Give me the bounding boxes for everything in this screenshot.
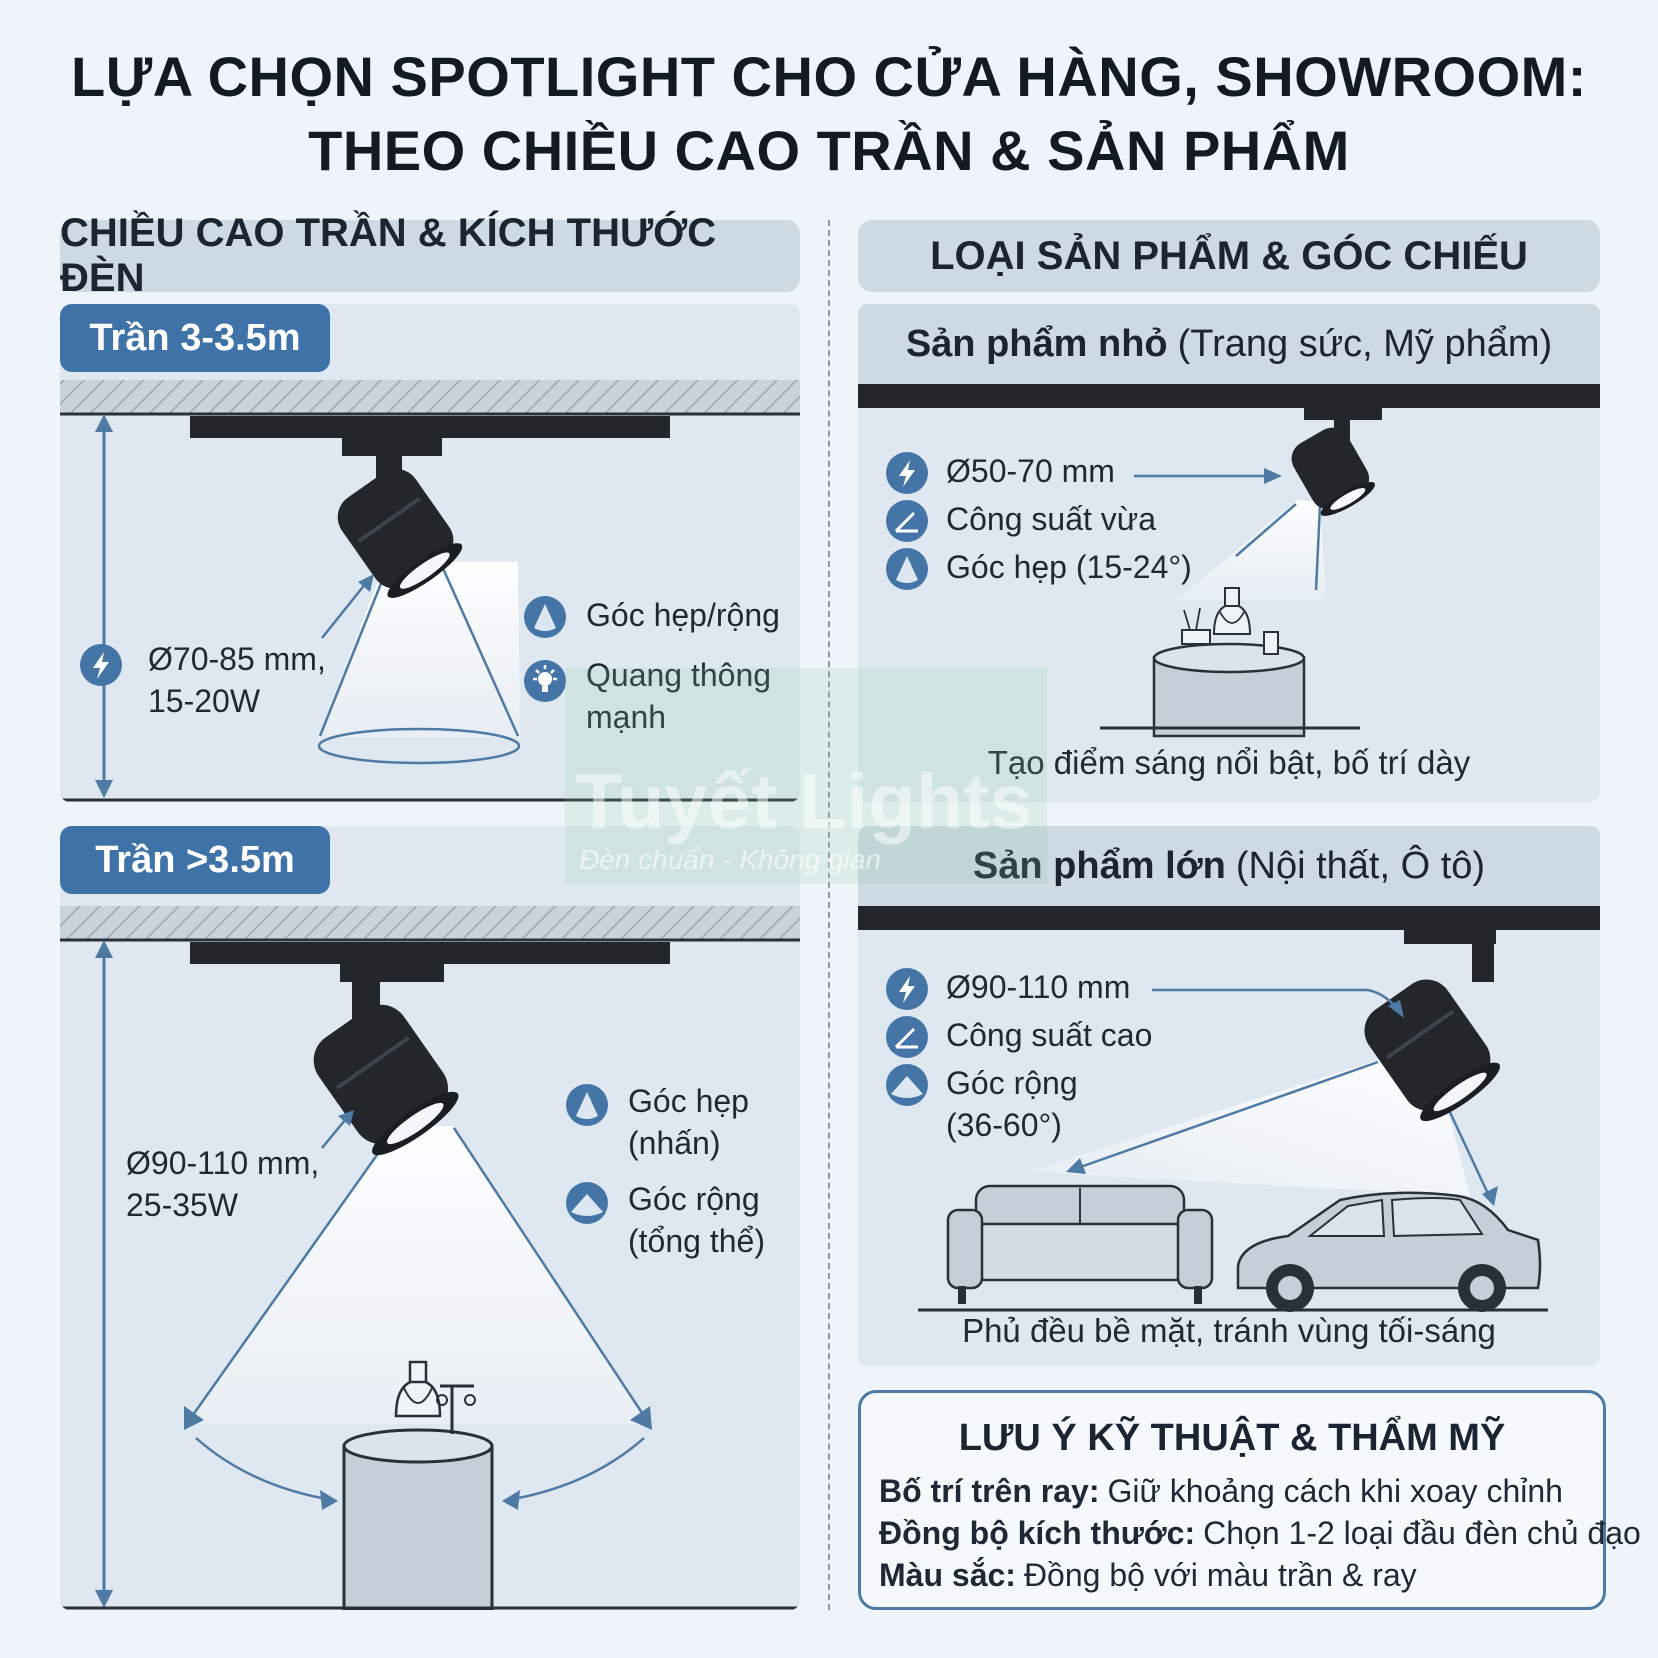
note-key: Màu sắc:: [879, 1557, 1016, 1593]
right-column-header: LOẠI SẢN PHẨM & GÓC CHIẾU: [858, 220, 1600, 292]
note-key: Bố trí trên ray:: [879, 1473, 1100, 1509]
ceiling-low-illustration: [60, 380, 800, 802]
flux-label-line1: Quang thông: [586, 657, 772, 693]
light-beam: [1176, 500, 1326, 600]
size-label-line1: Ø90-110 mm,: [126, 1145, 320, 1181]
light-beam: [318, 562, 520, 738]
cone-icon: [524, 596, 566, 638]
light-beam: [186, 1126, 650, 1424]
note-item-size: Đồng bộ kích thước:Chọn 1-2 loại đầu đèn…: [879, 1515, 1641, 1552]
bulb-icon: [524, 660, 566, 702]
panel-ceiling-low: Trần 3-3.5m Ø70-85 mm, 15-20W Góc hẹp/rộ…: [60, 304, 800, 802]
ceiling-hatch: [60, 380, 800, 414]
small-products-caption: Tạo điểm sáng nổi bật, bố trí dày: [987, 744, 1471, 781]
large-products-illustration: [858, 906, 1600, 1312]
beam-label: Góc hẹp/rộng: [586, 597, 780, 633]
small-products-title-bold: Sản phẩm nhỏ: [905, 322, 1168, 365]
large-spec-angle-line1: Góc rộng: [946, 1065, 1078, 1101]
note-value: Đồng bộ với màu trần & ray: [1023, 1557, 1417, 1593]
spotlight-head: [337, 469, 463, 598]
page-title: LỰA CHỌN SPOTLIGHT CHO CỬA HÀNG, SHOWROO…: [0, 40, 1658, 188]
angle-icon: [886, 1016, 928, 1058]
track-rail: [190, 942, 670, 964]
wide-cone-icon: [886, 1064, 928, 1106]
spotlight-head: [1364, 979, 1501, 1122]
size-label-line2: 25-35W: [126, 1187, 239, 1223]
cone-icon: [886, 548, 928, 590]
small-products-illustration: [858, 384, 1600, 738]
small-spec-angle: Góc hẹp (15-24°): [946, 549, 1192, 585]
wide-beam-line1: Góc rộng: [628, 1181, 760, 1217]
flux-label-line2: mạnh: [586, 699, 667, 735]
track-rail: [858, 384, 1600, 408]
large-products-caption: Phủ đều bề mặt, tránh vùng tối-sáng: [962, 1312, 1496, 1349]
small-spec-size: Ø50-70 mm: [946, 453, 1115, 489]
note-value: Giữ khoảng cách khi xoay chỉnh: [1107, 1473, 1563, 1509]
cone-icon: [566, 1084, 608, 1126]
car-illustration: [1236, 1191, 1542, 1312]
narrow-beam-line2: (nhấn): [628, 1125, 721, 1161]
column-divider: [828, 220, 830, 1610]
technical-notes-box: LƯU Ý KỸ THUẬT & THẨM MỸ Bố trí trên ray…: [858, 1390, 1641, 1610]
left-column-header: CHIỀU CAO TRẦN & KÍCH THƯỚC ĐÈN: [60, 211, 800, 300]
small-products-title: Sản phẩm nhỏ (Trang sức, Mỹ phẩm): [858, 304, 1600, 384]
tag-ceiling-low: Trần 3-3.5m: [60, 304, 330, 372]
title-line-1: LỰA CHỌN SPOTLIGHT CHO CỬA HÀNG, SHOWROO…: [71, 45, 1587, 108]
notes-title: LƯU Ý KỸ THUẬT & THẨM MỸ: [958, 1417, 1506, 1459]
lightning-icon: [80, 644, 122, 686]
note-key: Đồng bộ kích thước:: [879, 1515, 1196, 1551]
light-beam: [1028, 1060, 1470, 1196]
note-value: Chọn 1-2 loại đầu đèn chủ đạo: [1203, 1515, 1641, 1551]
panel-small-products: Sản phẩm nhỏ (Trang sức, Mỹ phẩm) Ø50-70…: [858, 304, 1600, 802]
large-spec-angle-line2: (36-60°): [946, 1107, 1062, 1143]
title-line-2: THEO CHIỀU CAO TRẦN & SẢN PHẨM: [308, 119, 1350, 182]
spotlight-head: [313, 1004, 459, 1156]
ceiling-high-illustration: [60, 906, 800, 1610]
watermark-slogan: Đèn chuẩn - Không gian: [579, 844, 881, 875]
note-item-layout: Bố trí trên ray:Giữ khoảng cách khi xoay…: [879, 1473, 1563, 1510]
small-products-title-rest: (Trang sức, Mỹ phẩm): [1177, 322, 1553, 365]
size-label-line2: 15-20W: [148, 683, 261, 719]
track-rail: [190, 416, 670, 438]
large-products-title: Sản phẩm lớn (Nội thất, Ô tô): [858, 826, 1600, 906]
jewelry-table: [1152, 587, 1306, 738]
large-products-title-bold: Sản phẩm lớn: [972, 844, 1226, 887]
sofa-illustration: [946, 1184, 1214, 1304]
spotlight-head: [1291, 427, 1376, 516]
lightning-icon: [886, 452, 928, 494]
watermark: Tuyết Lights Đèn chuẩn - Không gian: [565, 668, 1047, 884]
wide-beam-line2: (tổng thể): [628, 1223, 765, 1259]
tag-ceiling-high: Trần >3.5m: [60, 826, 330, 894]
large-products-title-rest: (Nội thất, Ô tô): [1235, 844, 1486, 887]
size-label-line1: Ø70-85 mm,: [148, 641, 326, 677]
panel-ceiling-high: Trần >3.5m Ø90-110 mm, 25-35W Góc hẹp (n…: [60, 826, 800, 1610]
panel-large-products: Sản phẩm lớn (Nội thất, Ô tô) Ø90-110 mm…: [858, 826, 1600, 1366]
jewelry-display: [342, 1360, 494, 1610]
large-spec-power: Công suất cao: [946, 1017, 1153, 1053]
wide-cone-icon: [566, 1182, 608, 1224]
small-spec-power: Công suất vừa: [946, 501, 1156, 537]
note-item-color: Màu sắc:Đồng bộ với màu trần & ray: [879, 1557, 1417, 1594]
lightning-icon: [886, 968, 928, 1010]
angle-icon: [886, 500, 928, 542]
large-spec-size: Ø90-110 mm: [946, 969, 1131, 1005]
narrow-beam-line1: Góc hẹp: [628, 1083, 749, 1119]
watermark-name: Tuyết Lights: [575, 757, 1033, 845]
